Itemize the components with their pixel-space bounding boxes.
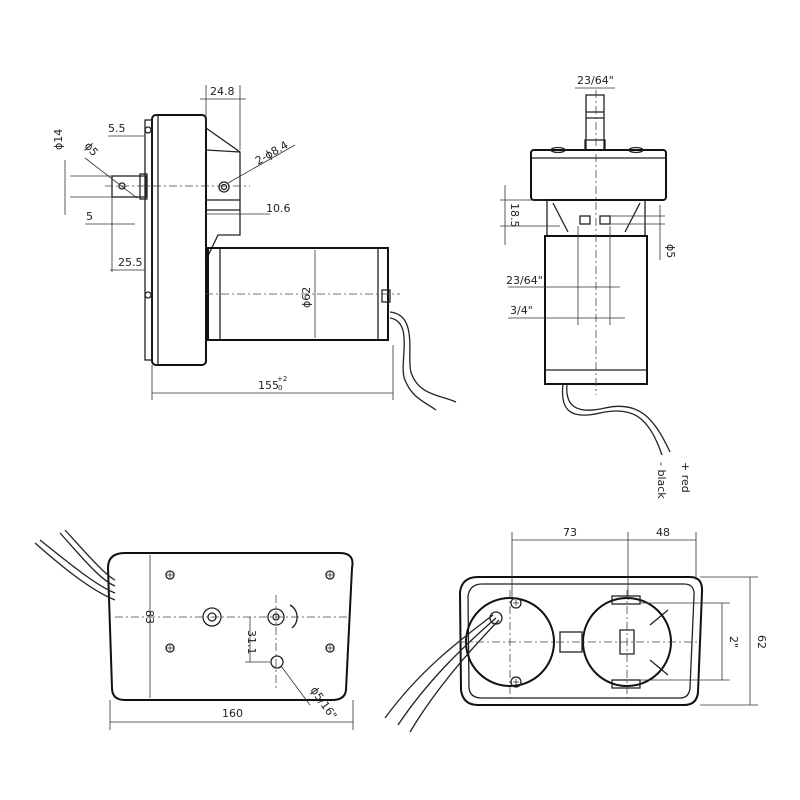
motor-wires [561, 383, 671, 456]
mount-hole [270, 655, 284, 669]
rotation-arrow [289, 604, 298, 629]
screws [165, 570, 335, 653]
dim-width: 160 [222, 707, 243, 720]
dim-hole-dia: ϕ5 [664, 244, 677, 258]
output-shaft [111, 173, 148, 200]
dim-shaft-dia: ϕ14 [52, 129, 65, 150]
screw [510, 597, 522, 609]
dim-mount-holes: 2-ϕ8.4 [253, 138, 290, 167]
dim-right-offset: 48 [656, 526, 670, 539]
output-shaft [267, 608, 285, 626]
motor-wires [389, 311, 457, 411]
dimension-lines [511, 532, 758, 706]
dimension-lines [500, 87, 665, 325]
wires [384, 614, 500, 733]
tol-upper: +2 [277, 375, 287, 383]
dim-hole-dia: ϕ5 [82, 140, 101, 159]
dim-bracket-depth: 24.8 [210, 85, 235, 98]
wire-label-black: - black [655, 462, 668, 499]
motor-body [205, 247, 400, 341]
dim-shaft-dia: 3/4" [510, 304, 533, 317]
dim-shaft-length: 25.5 [118, 256, 143, 269]
dim-total-length: 155 [258, 379, 279, 392]
dim-motor-dia: ϕ62 [300, 287, 313, 308]
dim-hole-offset: 31.1 [245, 630, 258, 655]
dim-flat-width: 23/64" [506, 274, 543, 287]
dimension-lines [109, 555, 354, 730]
mount-plate [458, 576, 704, 706]
dim-shaft-width: 23/64" [577, 74, 614, 87]
dim-shaft-offset: 5.5 [108, 122, 126, 135]
dim-height: 62 [755, 635, 768, 649]
tol-lower: 0 [278, 384, 282, 392]
mount-plate [106, 552, 354, 701]
screw [510, 676, 522, 688]
gearbox-housing [144, 114, 207, 366]
gearbox-housing [530, 149, 667, 201]
dim-hole-spacing: 2" [727, 636, 740, 648]
dim-bracket-height: 18.5 [508, 203, 521, 228]
dim-height: 83 [143, 610, 156, 624]
rear-view: 73 48 62 2" [384, 526, 768, 733]
shaft [585, 94, 605, 151]
dim-hole-dia: ϕ5/16" [308, 684, 340, 722]
mount-bracket [205, 127, 241, 261]
dimension-lines [64, 85, 394, 400]
side-view: 24.8 5.5 ϕ14 ϕ5 2-ϕ8.4 5 10.6 25.5 ϕ62 1… [52, 85, 457, 411]
dim-center-distance: 73 [563, 526, 577, 539]
dim-bracket-hole: 10.6 [266, 202, 291, 215]
dim-hole-pos: 5 [86, 210, 93, 223]
end-view: 23/64" 18.5 ϕ5 23/64" 3/4" + red - black [500, 74, 692, 499]
front-view: 83 31.1 ϕ5/16" 160 [34, 529, 354, 730]
wires [34, 529, 116, 601]
wire-label-red: + red [679, 462, 692, 493]
